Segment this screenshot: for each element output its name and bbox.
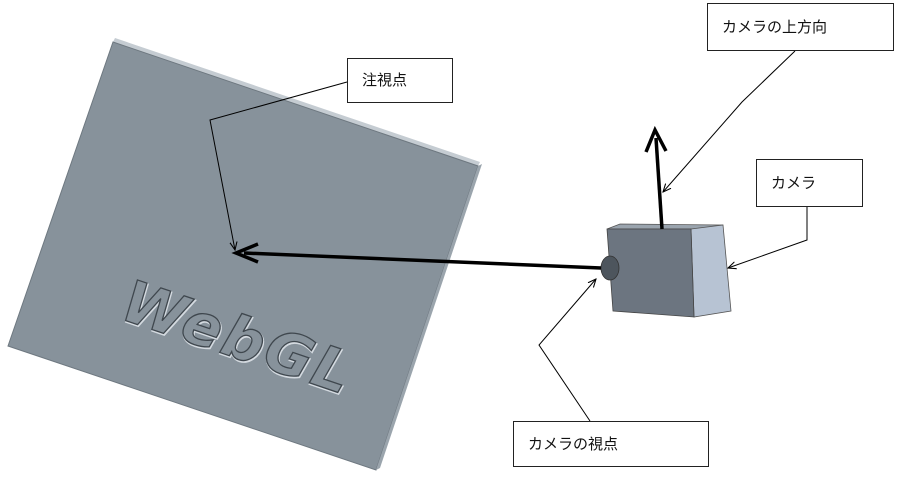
leader-line-target (209, 81, 348, 250)
leader-line-camera-eye (538, 279, 596, 422)
leader-line-camera (728, 207, 808, 268)
label-camera-text: カメラ (771, 173, 817, 192)
label-camera-eye-text: カメラの視点 (528, 434, 619, 453)
label-camera-up-direction: カメラの上方向 (707, 3, 894, 51)
view-direction-arrow (231, 242, 602, 270)
label-camera: カメラ (756, 159, 863, 207)
label-target-point-text: 注視点 (362, 71, 408, 89)
leader-line-camera-up (663, 50, 796, 192)
camera-body (600, 223, 732, 318)
plane-edge-top (113, 38, 480, 166)
label-camera-up-direction-text: カメラの上方向 (722, 17, 828, 36)
camera-lens (600, 255, 620, 281)
label-target-point: 注視点 (347, 58, 453, 103)
camera-front-face (606, 228, 695, 318)
camera-side-face (690, 224, 732, 318)
up-direction-arrow (644, 125, 668, 230)
plane-edge-right (376, 164, 482, 470)
label-camera-eye: カメラの視点 (513, 421, 709, 467)
